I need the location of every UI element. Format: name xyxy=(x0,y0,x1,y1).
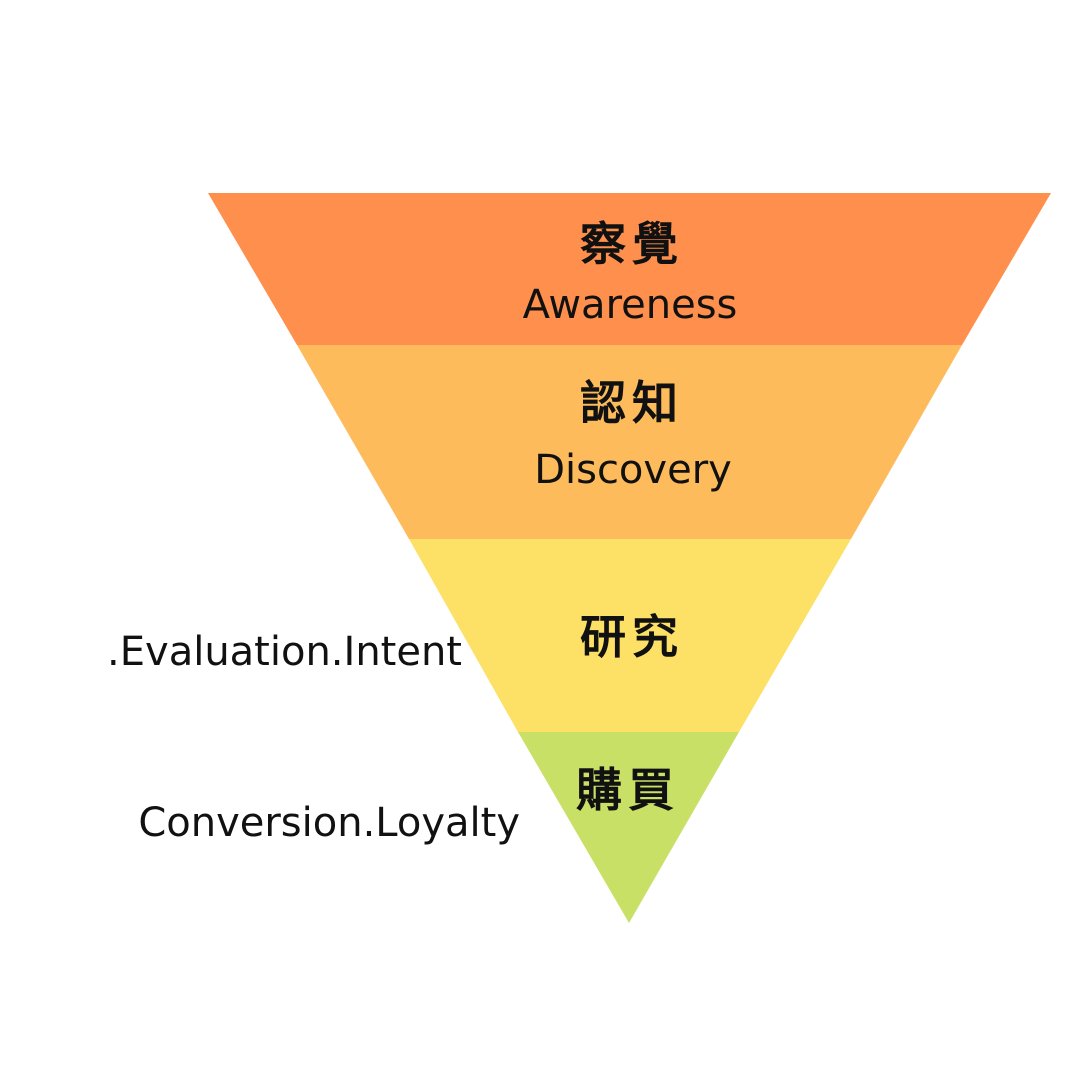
side-label-conversion-loyalty: Conversion.Loyalty xyxy=(138,800,520,846)
side-label-evaluation-intent: .Evaluation.Intent xyxy=(107,629,462,675)
stage-research-zh-label: 研究 xyxy=(580,610,684,664)
funnel-stage-discovery-band xyxy=(297,345,962,539)
stage-awareness-zh-label: 察覺 xyxy=(580,217,684,271)
stage-discovery-zh-label: 認知 xyxy=(580,376,684,430)
stage-discovery-en-label: Discovery xyxy=(534,447,732,493)
funnel-stage-awareness-band xyxy=(208,193,1051,345)
stage-awareness-en-label: Awareness xyxy=(523,282,738,328)
stage-purchase-zh-label: 購買 xyxy=(576,763,680,817)
funnel-stage-purchase-band xyxy=(518,732,739,923)
funnel-stage-research-band xyxy=(409,539,851,732)
